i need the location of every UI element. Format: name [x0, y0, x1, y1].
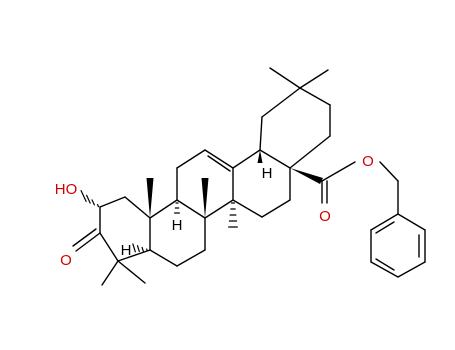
bond-c10-c1 — [124, 196, 151, 219]
ring-a — [99, 196, 151, 262]
ketone-double-bond-inner — [72, 228, 97, 247]
methyl-c14-hash — [228, 202, 238, 228]
bond-c1-c2 — [99, 196, 126, 208]
ring-c — [176, 149, 234, 219]
ester-carbonyl-oxygen-label: O — [319, 208, 331, 225]
bond-c3-c4 — [99, 232, 119, 262]
hydroxyl-hash-bond — [80, 190, 100, 208]
bond-c8-c9 — [176, 199, 206, 219]
ring-e — [259, 87, 331, 169]
hydroxyl-label: HO — [55, 181, 78, 198]
bond-c18-c17 — [259, 149, 291, 169]
methyl-c20-b — [299, 69, 329, 89]
bond-c5-c6 — [149, 249, 178, 267]
atom-labels: HO O O O H H H — [55, 153, 374, 269]
bond-c18-c19 — [259, 116, 263, 151]
benzene-ring — [370, 213, 426, 278]
h-c18-label: H — [262, 165, 273, 182]
ester-o-ch2 — [379, 161, 399, 182]
h-c5-label: H — [121, 242, 132, 259]
bond-c12-c13-inner — [207, 155, 231, 172]
ketone-group — [72, 228, 101, 252]
h-c18-wedge — [257, 150, 263, 163]
ester-c-o-single — [321, 161, 356, 182]
bond-c15-c14 — [232, 199, 263, 218]
methyl-c8-wedge — [201, 178, 209, 218]
bond-c14-c8 — [204, 199, 234, 219]
ring-b — [149, 199, 206, 267]
ketone-oxygen-label: O — [60, 252, 72, 269]
h-c5-hash-bond — [132, 243, 148, 253]
ester-carbonyl-wedge — [290, 168, 323, 184]
bond-c6-c7 — [176, 249, 206, 267]
methyl-groups — [101, 67, 329, 286]
bond-c9-c10 — [149, 199, 178, 219]
methyl-c4-b — [117, 260, 146, 284]
bond-c12-c13 — [204, 149, 234, 169]
hashed-bonds — [80, 190, 238, 253]
methyl-c20-a — [269, 67, 301, 89]
methyl-c4-a — [101, 260, 119, 286]
bond-c11-c12 — [176, 149, 206, 169]
bond-c16-c15 — [261, 199, 291, 218]
ester-ether-oxygen-label: O — [362, 153, 374, 170]
bond-c13-c18 — [232, 149, 261, 169]
h-c9-label: H — [172, 217, 183, 234]
ketone-double-bond-outer — [75, 232, 101, 252]
bond-c4-c5 — [117, 249, 151, 262]
ring-d — [232, 149, 291, 218]
bond-c22-c17 — [289, 135, 331, 169]
bond-c19-c20 — [261, 87, 301, 118]
bond-c20-c21 — [299, 87, 331, 106]
h-c9-hash-bond — [174, 202, 180, 214]
methyl-c10-wedge — [146, 178, 154, 218]
ester-group — [290, 161, 399, 215]
